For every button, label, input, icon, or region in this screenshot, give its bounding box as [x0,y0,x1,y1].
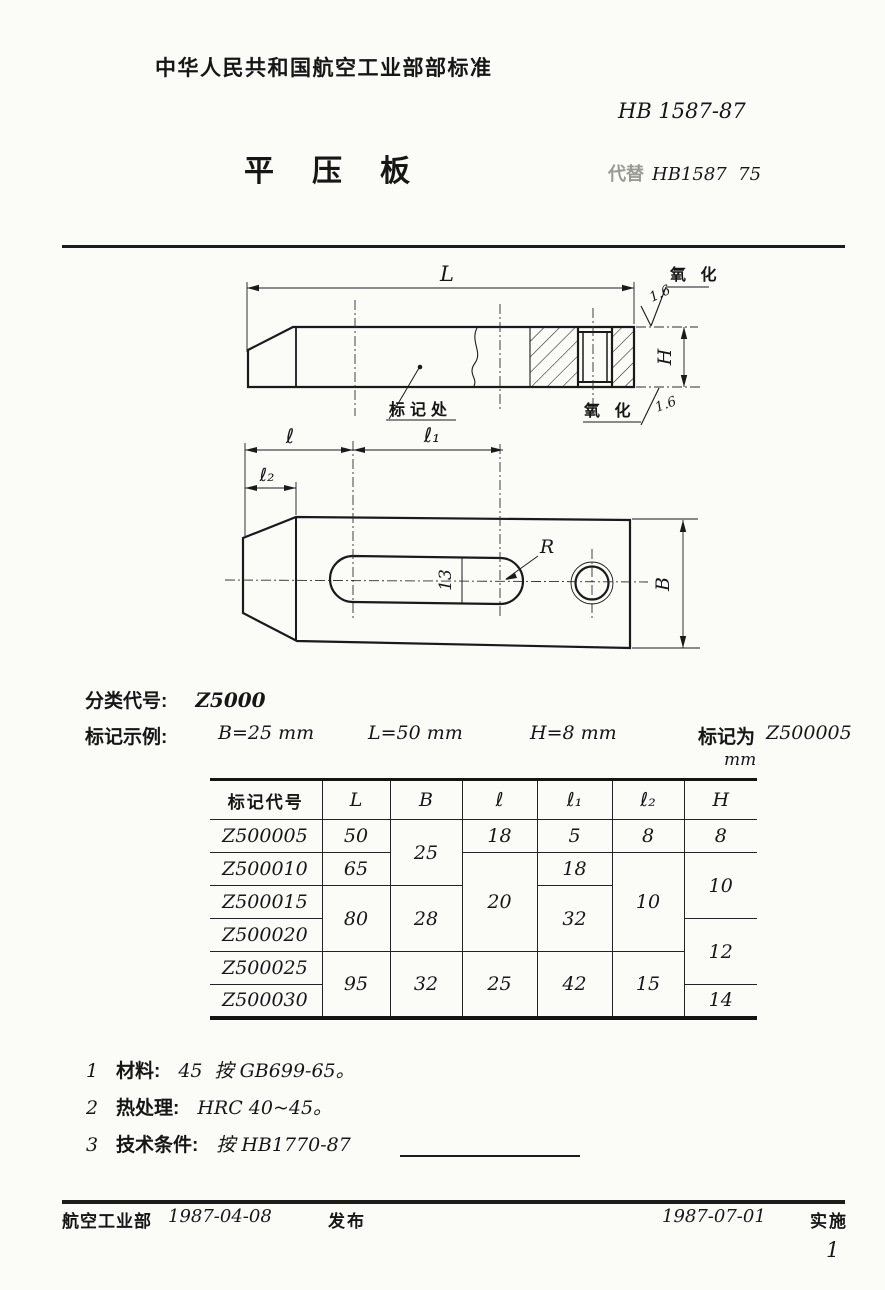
table-row: Z500025 95 32 25 42 15 [210,951,757,1018]
note-number: 1 [86,1060,99,1082]
dim-label-R: R [539,536,554,558]
cell-l1: 32 [536,885,613,952]
dimension-table: 标记代号 L B ℓ ℓ₁ ℓ₂ H Z500005 50 25 18 5 8 … [210,778,757,1020]
document-title: 平 压 板 [244,155,414,188]
cell-B: 32 [389,951,463,1018]
note-label: 材料: [116,1061,161,1082]
cell-L: 50 [321,819,391,853]
cell-code: Z500030 [210,984,323,1018]
note-material: 1 材料: 45 按 GB699-65。 [86,1056,355,1083]
cell-code: Z500015 [210,885,323,919]
roughness-value-top: 1.6 [647,282,674,306]
col-header-code: 标记代号 [210,779,323,820]
dim-label-L: L [439,262,454,286]
cell-l2: 15 [611,951,685,1018]
cell-code: Z500010 [210,852,323,886]
cell-L: 65 [321,852,391,886]
note-value: HRC 40~45。 [197,1097,333,1119]
standard-org-title: 中华人民共和国航空工业部部标准 [155,57,493,80]
footer-org: 航空工业部 [62,1212,152,1231]
cell-l1: 18 [536,852,613,886]
table-unit-label: mm [724,750,757,770]
footer-issue-date: 1987-04-08 [168,1206,272,1227]
cell-l2: 8 [611,819,685,853]
dim-label-H: H [654,348,676,366]
cell-code: Z500020 [210,918,323,952]
note-value: 45 按 GB699-65。 [178,1060,355,1082]
cell-l1: 5 [536,819,613,853]
col-header-B: B [389,779,463,820]
table-header-row: 标记代号 L B ℓ ℓ₁ ℓ₂ H [210,779,757,820]
example-l: L=50 mm [368,722,463,744]
cell-H: 8 [683,819,757,853]
classification-label: 分类代号: [85,691,168,712]
example-label: 标记示例: [85,727,168,748]
col-header-l2: ℓ₂ [611,779,685,820]
cell-H: 14 [683,984,757,1018]
cell-B: 28 [389,885,463,952]
cell-l: 20 [461,852,538,952]
dim-label-l1: ℓ₁ [423,423,440,447]
example-mark-label: 标记为 [698,727,756,748]
cell-code: Z500005 [210,819,323,853]
replaces-number: HB1587 75 [652,164,762,185]
dim-label-B: B [652,577,674,592]
standard-number: HB 1587-87 [618,99,746,123]
example-h: H=8 mm [530,722,617,744]
col-header-H: H [683,779,757,820]
table-row: Z500010 65 20 18 10 10 [210,852,757,952]
col-header-l: ℓ [461,779,538,820]
example-b: B=25 mm [218,722,315,744]
cell-L: 80 [321,885,391,952]
top-view: ℓ ℓ₁ ℓ₂ 13 R B [224,423,700,650]
footer-impl-label: 实施 [810,1212,848,1231]
example-mark-value: Z500005 [766,722,852,744]
cell-code: Z500025 [210,951,323,985]
dim-label-l: ℓ [285,424,294,448]
end-of-text-mark [400,1155,580,1157]
note-number: 2 [86,1097,99,1119]
cell-L: 95 [321,951,391,1018]
classification-line: 分类代号: Z5000 [85,686,266,713]
note-label: 热处理: [116,1098,180,1119]
table-row: Z500020 12 [210,918,757,985]
col-header-l1: ℓ₁ [536,779,613,820]
cell-H: 12 [683,918,757,985]
replaces-line: 代替 HB1587 75 [608,160,761,186]
footer-divider [62,1200,845,1204]
note-number: 3 [86,1134,99,1156]
marking-spot-label: 标记处 [388,400,452,419]
footer-impl-date: 1987-07-01 [662,1206,766,1227]
side-view: L H 氧 化 1.6 标记处 [246,262,721,426]
header-divider [62,245,845,248]
replaces-label: 代替 [608,164,644,184]
dim-label-13: 13 [436,569,456,591]
footer-issue-label: 发布 [328,1212,366,1231]
classification-value: Z5000 [195,688,266,712]
cell-l: 18 [461,819,538,853]
cell-H: 10 [683,852,757,919]
note-value: 按 HB1770-87 [216,1134,351,1156]
note-label: 技术条件: [116,1135,199,1156]
oxidation-note-bottom: 氧 化 [583,401,635,420]
col-header-L: L [321,779,391,820]
table-row: Z500005 50 25 18 5 8 8 [210,819,757,886]
cell-l1: 42 [536,951,613,1018]
cell-l: 25 [461,951,538,1018]
dim-label-l2: ℓ₂ [259,465,275,486]
table-row: Z500030 14 [210,984,757,1018]
cell-B: 25 [389,819,463,886]
page-number: 1 [826,1238,840,1262]
oxidation-note-top: 氧 化 [669,265,721,284]
note-heat-treatment: 2 热处理: HRC 40~45。 [86,1093,332,1120]
note-tech-conditions: 3 技术条件: 按 HB1770-87 [86,1130,351,1157]
roughness-value-bottom: 1.6 [653,393,679,416]
cell-l2: 10 [611,852,685,952]
